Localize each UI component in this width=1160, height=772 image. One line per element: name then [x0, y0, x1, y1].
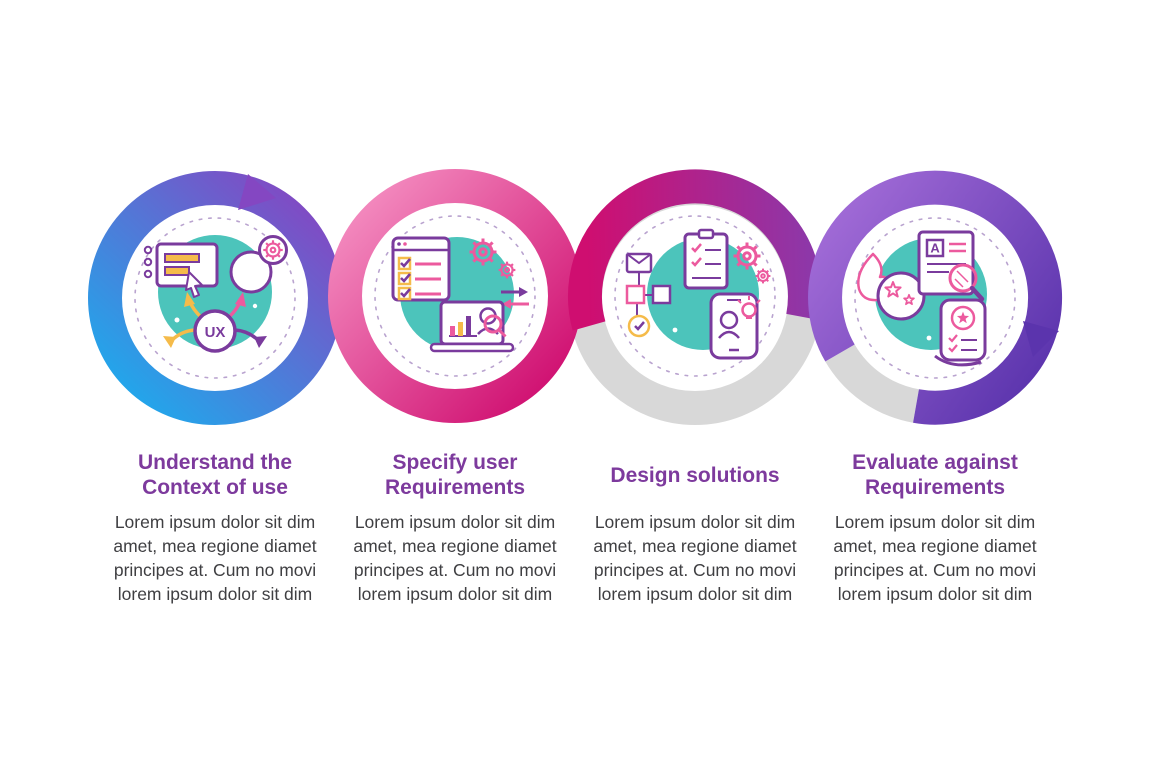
design-solutions-icon: [614, 215, 776, 377]
ux-hub-icon: UX: [163, 292, 267, 353]
process-ribbon-graphic: UX: [88, 169, 1063, 425]
arrow-up-right-icon: [235, 292, 246, 307]
step-4-ring: [808, 170, 1063, 425]
head-with-stars-icon: [876, 271, 926, 321]
arrow-up-left-icon: [184, 292, 195, 307]
step-4-title: Evaluate against Requirements: [852, 451, 1018, 499]
hand-icon: [934, 354, 982, 367]
step-2-title: Specify user Requirements: [384, 451, 526, 499]
evaluate-against-requirements-icon: A: [854, 217, 1016, 379]
step-2-text-block: Specify user Requirements Lorem ipsum do…: [335, 450, 575, 607]
envelope-icon: [626, 253, 652, 265]
graded-document-icon: A: [917, 230, 975, 296]
dashed-outline-circle: [374, 215, 536, 377]
bar-chart-icon: [450, 326, 455, 336]
idea-bubble-gear-icon: [258, 235, 288, 265]
ux-context-of-use-icon: UX: [134, 217, 296, 379]
swap-arrows-icon: [501, 287, 529, 309]
step-4-description: Lorem ipsum dolor sit dim amet, mea regi…: [833, 512, 1037, 605]
step-2-description: Lorem ipsum dolor sit dim amet, mea regi…: [353, 512, 557, 605]
flowchart-icon: [625, 252, 672, 338]
step-4-arrowhead-icon: [1023, 321, 1059, 357]
ux-badge-label: UX: [205, 324, 226, 341]
step-1-title: Understand the Context of use: [137, 451, 292, 499]
step-3-text-block: Design solutions Lorem ipsum dolor sit d…: [575, 450, 815, 607]
cursor-icon: [185, 271, 203, 298]
dot-decoration: [494, 231, 500, 237]
step-1-text-block: Understand the Context of use Lorem ipsu…: [95, 450, 335, 607]
dot-decoration: [174, 317, 180, 323]
dot-decoration: [926, 335, 932, 341]
step-3-title: Design solutions: [610, 463, 780, 487]
arrow-left-icon: [163, 336, 176, 348]
dashed-outline-circle: [614, 215, 776, 377]
laptop-analytics-icon: [429, 300, 515, 353]
phone-rating-icon: [939, 298, 987, 362]
step-1-arrowhead-icon: [238, 174, 276, 210]
task-clipboard-icon: [683, 228, 729, 290]
browser-window-icon: [143, 242, 219, 288]
phone-user-idea-icon: [709, 292, 761, 360]
step-3-description: Lorem ipsum dolor sit dim amet, mea regi…: [593, 512, 797, 605]
step-2-ring: [328, 169, 582, 423]
dot-decoration: [252, 303, 258, 309]
check-icon: [634, 321, 645, 331]
grade-letter-label: A: [930, 241, 940, 256]
user-head-icon: [229, 250, 273, 294]
step-1-ring: [88, 171, 342, 425]
magnifier-icon: [948, 263, 985, 302]
checklist-window-icon: [391, 236, 451, 302]
dot-decoration: [672, 327, 678, 333]
wave-connector-ribbon: [568, 169, 822, 331]
step-4-ring-gray-segment: [825, 343, 920, 423]
step-1-description: Lorem ipsum dolor sit dim amet, mea regi…: [113, 512, 317, 605]
arrow-right-icon: [254, 336, 267, 348]
person-icon: [719, 310, 739, 330]
lightbulb-icon: [741, 302, 757, 318]
dashed-outline-circle: [854, 217, 1016, 379]
specify-user-requirements-icon: [374, 215, 536, 377]
step-4-text-block: Evaluate against Requirements Lorem ipsu…: [815, 450, 1055, 607]
dashed-outline-circle: [134, 217, 296, 379]
